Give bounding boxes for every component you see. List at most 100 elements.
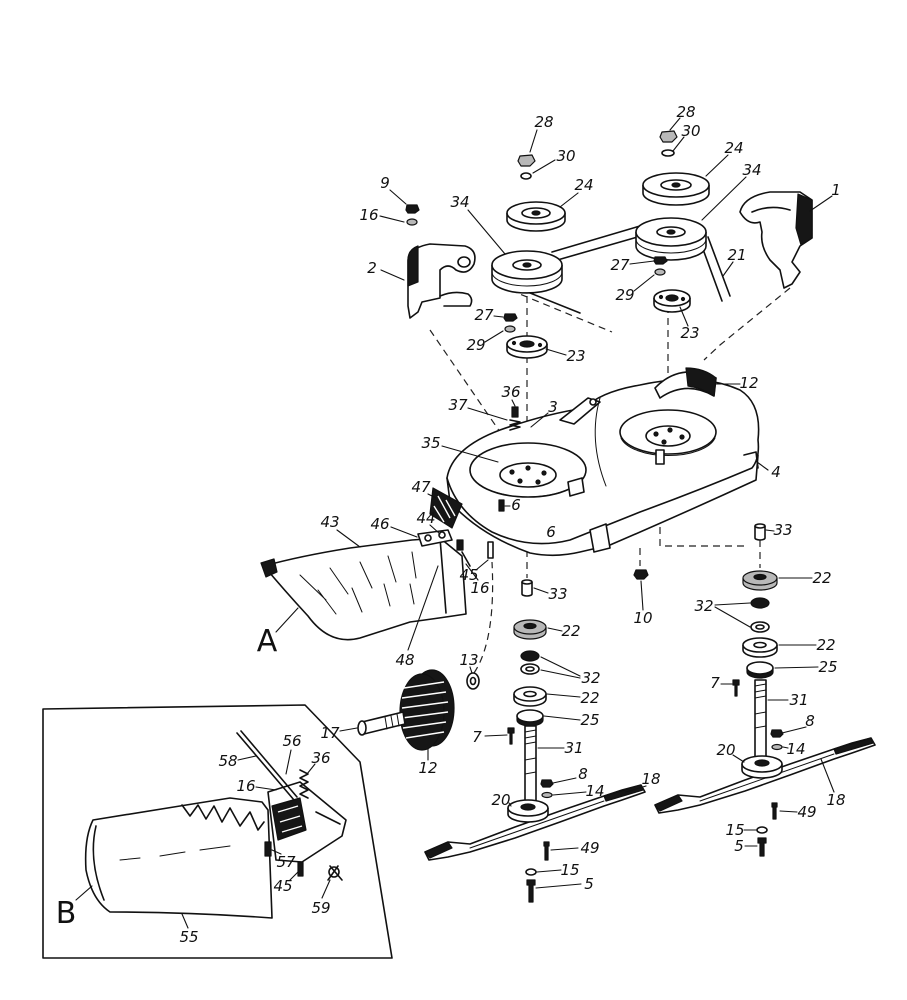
mower-deck-housing	[446, 378, 760, 557]
belt-guard-right	[739, 191, 813, 289]
leader-lines	[75, 117, 835, 929]
part-number-label: 27	[610, 256, 630, 274]
part-number-label: 22	[561, 622, 580, 640]
part-number-label: 31	[789, 691, 808, 709]
part-number-label: 21	[727, 246, 746, 264]
part-number-label: 24	[724, 139, 743, 157]
part-number-label: 1	[831, 181, 841, 199]
part-number-label: 32	[694, 597, 713, 615]
part-number-label: 15	[725, 821, 744, 839]
part-number-label: 23	[680, 324, 699, 342]
part-number-label: 37	[448, 396, 468, 414]
right-pulley-stack	[635, 130, 710, 313]
part-number-label: 12	[418, 759, 437, 777]
part-number-label: 24	[574, 176, 593, 194]
part-number-label: 2	[367, 259, 377, 277]
part-number-label: 31	[564, 739, 583, 757]
part-number-label: 18	[641, 770, 660, 788]
part-number-label: 15	[560, 861, 579, 879]
detail-b-chute-55	[84, 797, 273, 919]
left-pulley-stack	[491, 154, 566, 359]
part-number-label: 20	[491, 791, 510, 809]
part-number-label: 25	[818, 658, 837, 676]
right-spindle-assembly	[732, 523, 784, 759]
part-number-label: 49	[580, 839, 599, 857]
detail-b-pin-58	[236, 730, 298, 801]
detail-b-screws-57-45-59	[264, 841, 343, 881]
part-number-label: 45	[273, 877, 292, 895]
detail-b-hinge-bracket-56	[267, 781, 347, 863]
left-spindle-assembly	[507, 579, 554, 803]
nut-and-washer-9-16	[405, 204, 420, 226]
part-number-label: 34	[450, 193, 469, 211]
part-number-label: 22	[580, 689, 599, 707]
part-number-label: 33	[773, 521, 792, 539]
part-number-label: 9	[380, 174, 390, 192]
part-number-label: 59	[311, 899, 330, 917]
part-number-label: 35	[421, 434, 440, 452]
part-number-label: 30	[681, 122, 700, 140]
blade-hub-right	[741, 755, 783, 857]
chute-hinge-hardware	[417, 529, 494, 567]
part-number-label: 14	[786, 740, 805, 758]
part-number-label: 12	[739, 374, 758, 392]
part-number-label: 3	[548, 398, 558, 416]
part-number-label: 45	[459, 566, 478, 584]
part-number-label: 8	[805, 712, 815, 730]
part-number-label: 46	[370, 515, 389, 533]
part-number-label: 29	[615, 286, 634, 304]
part-number-label: 29	[466, 336, 485, 354]
part-number-label: 4	[771, 463, 781, 481]
part-number-label: 6	[511, 496, 521, 514]
part-number-label: 32	[581, 669, 600, 687]
part-number-label: 25	[580, 711, 599, 729]
part-number-label: 34	[742, 161, 761, 179]
part-number-label: 30	[556, 147, 575, 165]
part-number-label: 5	[584, 875, 594, 893]
belt-guard-left	[407, 243, 476, 319]
part-number-label: 56	[282, 732, 301, 750]
part-number-label: 5	[734, 837, 744, 855]
part-number-label: 33	[548, 585, 567, 603]
part-number-label: 7	[472, 728, 482, 746]
detail-b-inset-frame	[42, 704, 393, 959]
part-number-label: 36	[311, 749, 330, 767]
part-number-label: 22	[812, 569, 831, 587]
discharge-chute-a	[260, 537, 467, 641]
nut-10	[633, 569, 649, 580]
blade-left	[424, 784, 646, 861]
part-number-label: 16	[470, 579, 489, 597]
part-number-label: 20	[716, 741, 735, 759]
blade-hub-left	[507, 799, 550, 903]
part-number-label: 28	[534, 113, 553, 131]
part-number-label: 27	[474, 306, 494, 324]
gauge-wheel-12	[399, 669, 455, 751]
wheel-bolt-17	[357, 711, 406, 736]
part-number-label: 57	[276, 853, 296, 871]
part-number-label: 58	[218, 752, 237, 770]
part-number-label: 28	[676, 103, 695, 121]
chute-mount-47	[429, 487, 463, 529]
part-number-label: 36	[501, 383, 520, 401]
part-number-label: 22	[816, 636, 835, 654]
part-number-label: 49	[797, 803, 816, 821]
part-number-label: 43	[320, 513, 339, 531]
part-number-label: 55	[179, 928, 198, 946]
part-number-label: 16	[236, 777, 255, 795]
part-number-label: 44	[416, 509, 435, 527]
inset-b-part-number-labels: 56 58 36 16 57 45 59 55	[179, 732, 330, 946]
part-number-label: 16	[359, 206, 378, 224]
detail-b-spring-36	[299, 769, 309, 799]
part-number-label: 6	[546, 523, 556, 541]
bolt-and-spring-36-37	[498, 406, 521, 512]
part-number-label: 47	[411, 478, 431, 496]
wheel-washer-13	[466, 672, 480, 690]
part-number-label: 13	[459, 651, 478, 669]
detail-b-label: B	[56, 896, 77, 931]
part-number-label: 14	[585, 782, 604, 800]
main-part-number-labels: 2830243491622729232830243412721292312363…	[320, 103, 845, 893]
detail-a-label: A	[257, 624, 278, 659]
part-number-label: 8	[578, 765, 588, 783]
part-number-label: 18	[826, 791, 845, 809]
